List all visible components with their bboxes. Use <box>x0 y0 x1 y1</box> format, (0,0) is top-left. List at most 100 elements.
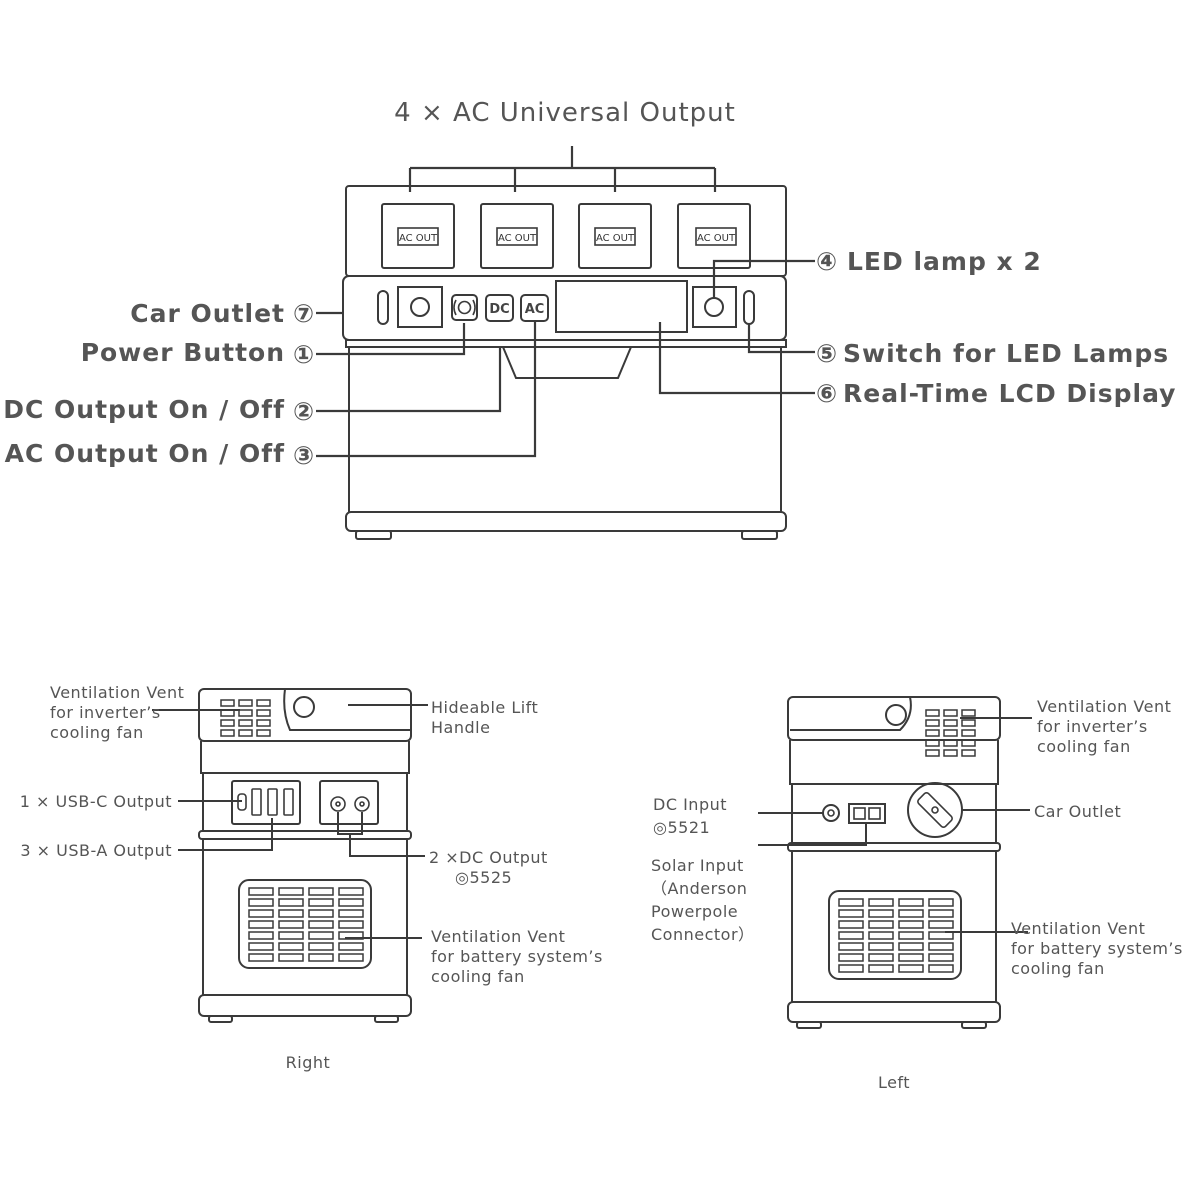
callout-mark-1: ① <box>293 340 315 369</box>
callout-led-switch: Switch for LED Lamps <box>843 339 1169 368</box>
left-foot-right <box>961 1021 987 1029</box>
right-handle-label-2: Handle <box>431 718 490 737</box>
callout-led-line <box>712 259 815 298</box>
right-vent-top-label-1: Ventilation Vent <box>50 683 184 702</box>
right-vent-top-label-3: cooling fan <box>50 723 144 742</box>
right-dc-out-label-2: ◎5525 <box>455 868 512 887</box>
lcd-display <box>555 280 688 333</box>
callout-dc-line <box>316 348 502 413</box>
left-foot-left <box>796 1021 822 1029</box>
usb-a-port <box>251 788 262 816</box>
left-band <box>789 740 999 785</box>
right-vent-bottom-label-3: cooling fan <box>431 967 525 986</box>
right-caption: Right <box>286 1053 331 1072</box>
right-lower-housing <box>202 839 408 995</box>
ac-outlet-label: AC OUT <box>596 233 635 244</box>
left-mid-lip <box>787 842 1001 852</box>
side-slot-left <box>377 290 389 325</box>
left-vent-bottom-label-2: for battery system’s <box>1011 939 1183 958</box>
left-vent-top-label-2: for inverter’s <box>1037 717 1148 736</box>
left-dc-input-port <box>822 804 840 822</box>
left-lower-housing <box>791 851 997 1002</box>
ac-button-label: AC <box>525 302 545 317</box>
ac-outlet-4: AC OUT <box>677 203 751 269</box>
right-battery-vent <box>238 879 372 969</box>
callout-power-button-line <box>316 323 466 356</box>
power-button <box>451 294 478 321</box>
ac-outlet-label: AC OUT <box>498 233 537 244</box>
front-lower-housing <box>348 347 782 512</box>
callout-mark-6: ⑥ <box>816 379 838 408</box>
callout-car-outlet: Car Outlet <box>130 299 285 328</box>
front-handle <box>502 346 632 379</box>
ac-outlet-label: AC OUT <box>697 233 736 244</box>
left-dc-in-label-2: ◎5521 <box>653 818 710 837</box>
usb-a-port <box>267 788 278 816</box>
front-view: 4 × AC Universal Output AC OUT AC OUT AC… <box>3 98 1176 540</box>
dc-button-label: DC <box>489 302 509 317</box>
front-band-lip <box>345 339 787 348</box>
right-lift-handle <box>283 688 410 731</box>
left-solar-label-3: Powerpole <box>651 902 738 921</box>
left-car-outlet-label: Car Outlet <box>1034 802 1121 821</box>
callout-mark-4: ④ <box>816 247 838 276</box>
left-car-outlet <box>907 782 963 838</box>
callout-mark-2: ② <box>293 397 315 426</box>
right-usb-a-line <box>178 818 273 851</box>
left-solar-label-1: Solar Input <box>651 856 744 875</box>
callout-ac-line <box>316 321 537 458</box>
dc-button: DC <box>485 294 514 322</box>
left-vent-top-label-3: cooling fan <box>1037 737 1131 756</box>
front-title: 4 × AC Universal Output <box>394 98 736 128</box>
left-caption: Left <box>878 1073 910 1092</box>
right-dc-module <box>319 780 379 825</box>
right-usb-a-label: 3 × USB-A Output <box>20 841 172 860</box>
callout-switch-line <box>747 324 815 354</box>
front-base <box>345 511 787 532</box>
left-vent-bottom-label-3: cooling fan <box>1011 959 1105 978</box>
right-dc-line <box>337 812 425 857</box>
left-view: Ventilation Vent for inverter’s cooling … <box>651 696 1183 1092</box>
right-usb-c-label: 1 × USB-C Output <box>20 792 172 811</box>
ac-outlet-label: AC OUT <box>399 233 438 244</box>
right-vent-bottom-label-2: for battery system’s <box>431 947 603 966</box>
right-handle-label-1: Hideable Lift <box>431 698 538 717</box>
callout-led-lamp: LED lamp x 2 <box>847 247 1042 276</box>
front-control-band <box>342 275 787 341</box>
right-top-housing <box>198 688 412 742</box>
led-switch <box>743 290 755 325</box>
right-mid-lip <box>198 830 412 840</box>
left-dc-in-label-1: DC Input <box>653 795 727 814</box>
left-vent-bottom-label-1: Ventilation Vent <box>1011 919 1145 938</box>
right-view: Ventilation Vent for inverter’s cooling … <box>20 683 603 1072</box>
right-vent-bottom-label-1: Ventilation Vent <box>431 927 565 946</box>
left-base <box>787 1001 1001 1023</box>
callout-mark-3: ③ <box>293 441 315 470</box>
front-upper-housing <box>345 185 787 277</box>
callout-mark-5: ⑤ <box>816 339 838 368</box>
ac-outlet-1: AC OUT <box>381 203 455 269</box>
ac-output-bracket <box>408 146 717 192</box>
front-foot-right <box>741 530 778 540</box>
right-vent-top-label-2: for inverter’s <box>50 703 161 722</box>
right-dc-out-label-1: 2 ×DC Output <box>429 848 548 867</box>
left-vent-top-label-1: Ventilation Vent <box>1037 697 1171 716</box>
left-solar-label-2: （Anderson <box>651 879 747 898</box>
left-inverter-vent <box>925 709 976 757</box>
left-anderson-port <box>848 803 886 824</box>
right-base <box>198 994 412 1017</box>
callout-lcd-line <box>658 322 815 395</box>
callout-dc-output: DC Output On / Off <box>3 395 285 424</box>
callout-ac-output: AC Output On / Off <box>5 439 285 468</box>
callout-power-button: Power Button <box>81 338 285 367</box>
ac-outlet-3: AC OUT <box>578 203 652 269</box>
ac-button: AC <box>520 294 549 322</box>
ac-outlet-2: AC OUT <box>480 203 554 269</box>
left-solar-line <box>758 823 867 846</box>
right-band <box>200 741 410 774</box>
car-outlet <box>397 286 443 328</box>
callout-lcd: Real-Time LCD Display <box>843 379 1176 408</box>
left-battery-vent <box>828 890 962 980</box>
right-foot-right <box>374 1015 399 1023</box>
